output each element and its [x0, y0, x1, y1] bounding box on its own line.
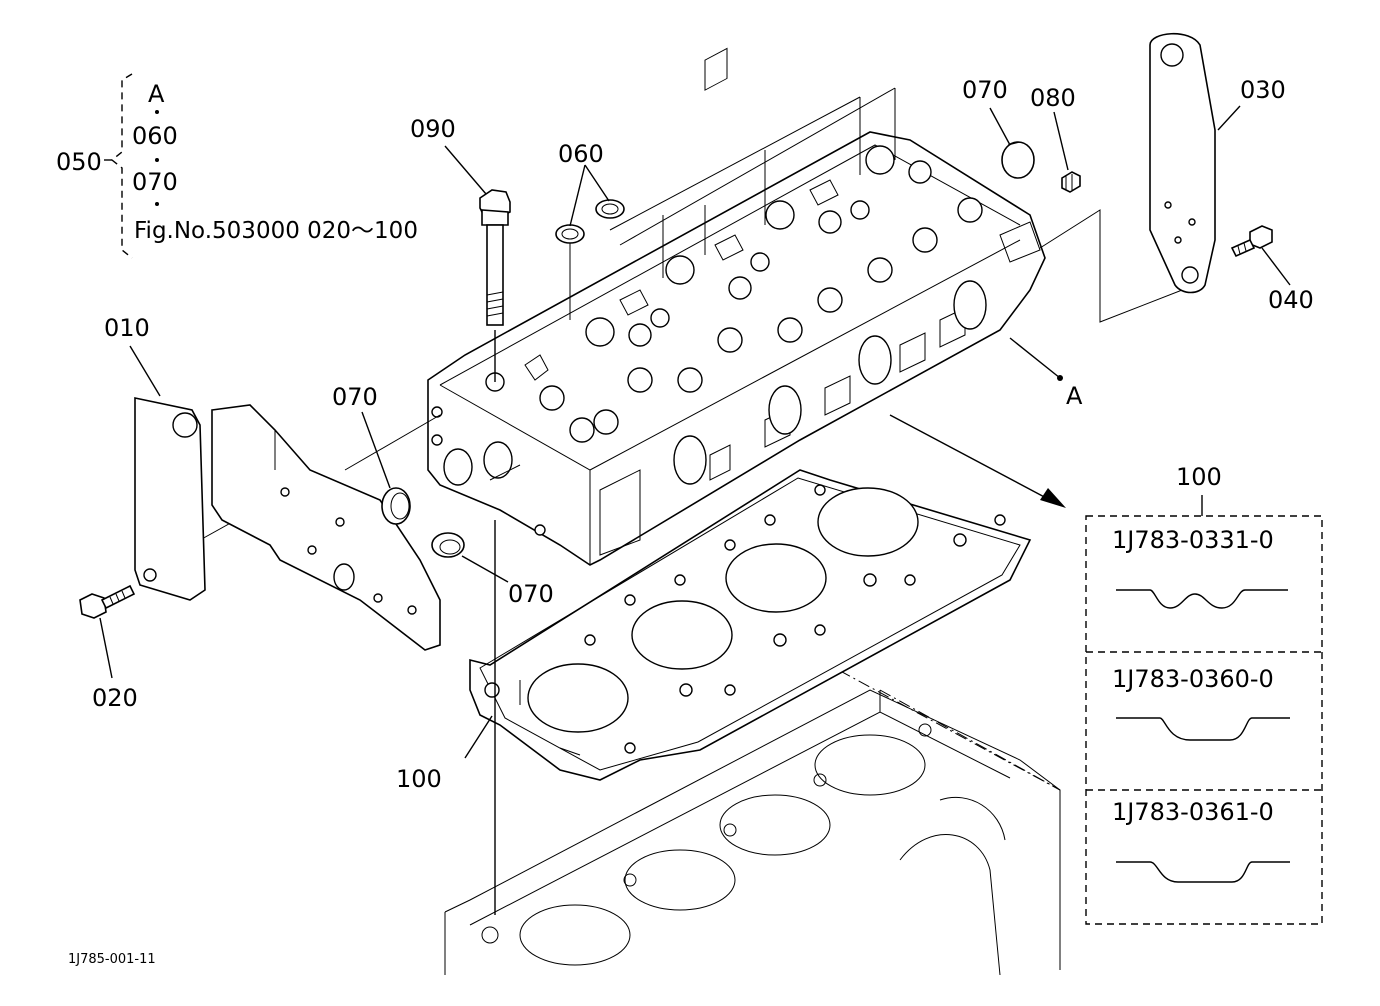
- cylinder-block: [444, 689, 1061, 976]
- plug-070-left: [381, 487, 411, 525]
- callout-080[interactable]: 080: [1030, 84, 1076, 112]
- gasket-option-1[interactable]: 1J783-0331-0: [1112, 526, 1274, 554]
- callout-070-left[interactable]: 070: [332, 383, 378, 411]
- callout-060[interactable]: 060: [558, 140, 604, 168]
- callout-010[interactable]: 010: [104, 314, 150, 342]
- gasket-profile-flat: [1116, 861, 1290, 883]
- gasket-option-3[interactable]: 1J783-0361-0: [1112, 798, 1274, 826]
- callout-100-box[interactable]: 100: [1176, 463, 1222, 491]
- head-gasket: [469, 469, 1032, 781]
- gasket-options-box: [1085, 515, 1323, 925]
- kit-item-a: A: [148, 80, 165, 108]
- cylinder-head: [427, 47, 1046, 566]
- kit-bracket: [104, 73, 159, 259]
- head-bolt-090: [479, 189, 511, 915]
- callout-030[interactable]: 030: [1240, 76, 1286, 104]
- bolt-020: [79, 584, 136, 619]
- callout-070-bottom[interactable]: 070: [508, 580, 554, 608]
- gasket-profile-two-notch: [1116, 589, 1288, 609]
- bolt-040: [1230, 225, 1273, 258]
- gasket-option-2[interactable]: 1J783-0360-0: [1112, 665, 1274, 693]
- hanger-plate-030: [1149, 32, 1216, 294]
- kit-item-070: 070: [132, 168, 178, 196]
- plug-080: [1061, 171, 1081, 193]
- gasket-profile-single-notch: [1116, 717, 1290, 741]
- hanger-gasket-plate: [211, 404, 441, 651]
- callout-100-gasket[interactable]: 100: [396, 765, 442, 793]
- figure-code: 1J785-001-11: [68, 952, 156, 967]
- hanger-plate-010: [134, 397, 206, 601]
- callout-050[interactable]: 050: [56, 148, 102, 176]
- plug-070-top: [1001, 141, 1035, 179]
- arrow-head: [1040, 488, 1066, 508]
- ref-label-a: A: [1066, 382, 1083, 410]
- plug-070-bottom: [431, 532, 465, 558]
- kit-item-figure-ref: Fig.No.503000 020～100: [134, 218, 418, 244]
- valve-seals-060: [555, 199, 625, 320]
- kit-item-060: 060: [132, 122, 178, 150]
- callout-070-top[interactable]: 070: [962, 76, 1008, 104]
- callout-040[interactable]: 040: [1268, 286, 1314, 314]
- callout-020[interactable]: 020: [92, 684, 138, 712]
- callout-090[interactable]: 090: [410, 115, 456, 143]
